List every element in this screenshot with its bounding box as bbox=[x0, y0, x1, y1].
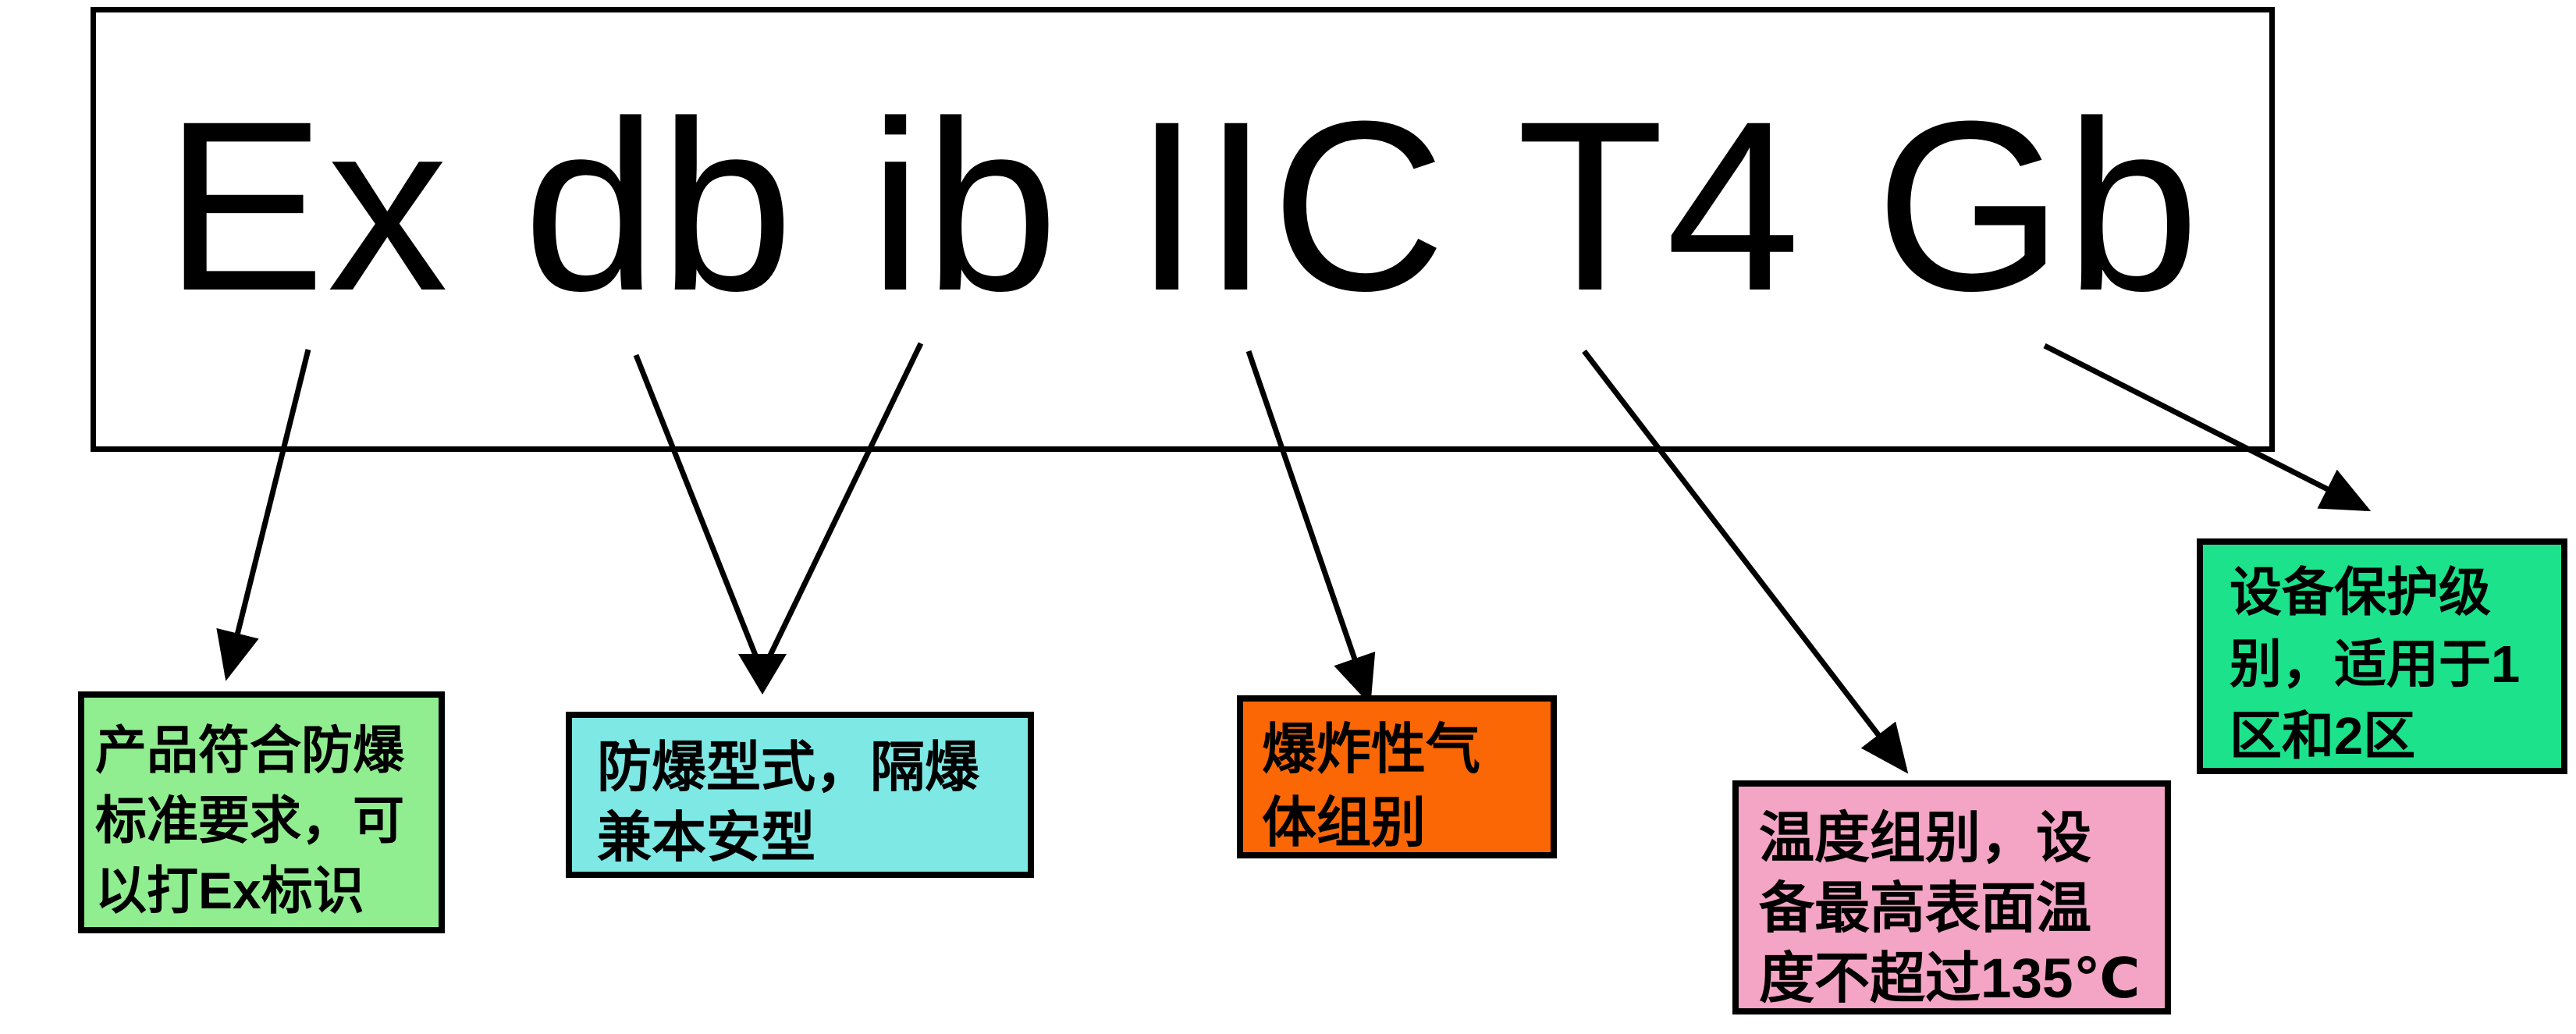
arrow-ib-line bbox=[762, 342, 924, 666]
arrow-dbib-arrowhead bbox=[738, 654, 787, 695]
annotation-gb-line3: 区和2区 bbox=[2230, 707, 2416, 766]
annotation-gb-line1: 设备保护级 bbox=[2230, 563, 2491, 622]
annotation-t4-line1: 温度组别，设 bbox=[1759, 808, 2092, 869]
arrow-iic bbox=[1245, 350, 1376, 705]
annotation-t4-line3: 度不超过135℃ bbox=[1759, 948, 2141, 1010]
marking-code-box: Ex db ib IIC T4 Gb bbox=[91, 7, 2275, 452]
annotation-ex-line3: 以打Ex标识 bbox=[95, 862, 364, 919]
annotation-gb-line2: 别，适用于1 bbox=[2230, 635, 2521, 694]
marking-code-text: Ex db ib IIC T4 Gb bbox=[164, 70, 2201, 341]
arrow-db-line bbox=[633, 354, 762, 666]
arrow-gb bbox=[2043, 343, 2372, 512]
annotation-dbib-line1: 防爆型式，隔爆 bbox=[597, 737, 979, 798]
annotation-dbib-line2: 兼本安型 bbox=[597, 807, 815, 868]
arrow-t4 bbox=[1582, 349, 1909, 774]
annotation-dbib: 防爆型式，隔爆 兼本安型 bbox=[566, 712, 1034, 878]
annotation-ex: 产品符合防爆 标准要求，可 以打Ex标识 bbox=[78, 691, 445, 933]
annotation-ex-line2: 标准要求，可 bbox=[95, 791, 404, 849]
annotation-gb: 设备保护级 别，适用于1 区和2区 bbox=[2197, 538, 2567, 774]
annotation-iic-line1: 爆炸性气 bbox=[1262, 719, 1480, 780]
annotation-t4-line2: 备最高表面温 bbox=[1759, 878, 2092, 940]
annotation-iic-line2: 体组别 bbox=[1262, 792, 1426, 853]
arrow-ex bbox=[216, 349, 311, 681]
annotation-iic: 爆炸性气 体组别 bbox=[1237, 695, 1557, 858]
annotation-ex-line1: 产品符合防爆 bbox=[95, 721, 404, 779]
annotation-t4: 温度组别，设 备最高表面温 度不超过135℃ bbox=[1732, 780, 2171, 1014]
